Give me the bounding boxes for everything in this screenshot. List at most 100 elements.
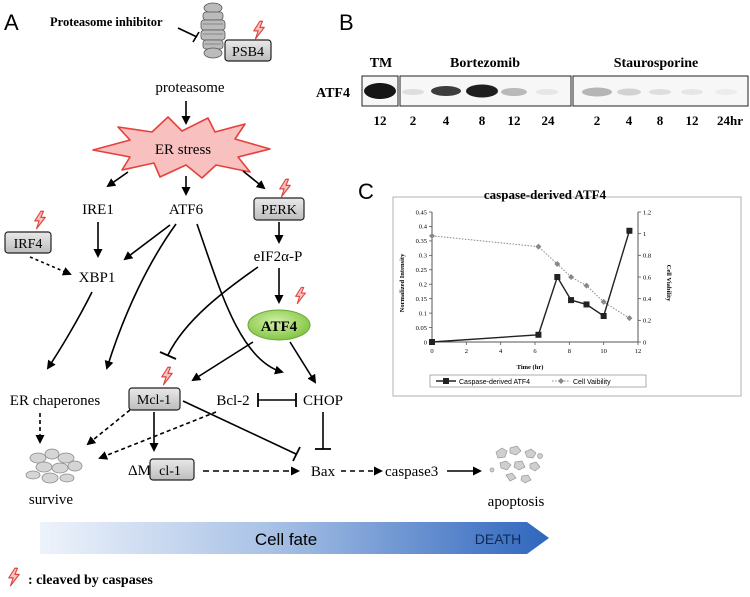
- chart-y-tick-label: 0.4: [419, 224, 428, 231]
- blot-band-btz-4: [431, 86, 461, 96]
- arrow-atf6-xbp1: [123, 224, 171, 261]
- arrow-erstress-perk: [242, 170, 266, 190]
- er-chaperones-label: ER chaperones: [10, 393, 101, 409]
- panel-b: B TM Bortezomib Staurosporine ATF4 12 2 …: [316, 10, 749, 128]
- panel-c-letter: C: [358, 179, 374, 204]
- blot-band-sts-8: [649, 89, 671, 95]
- staurosporine-header: Staurosporine: [614, 56, 699, 71]
- chart-x-tick-label: 12: [635, 348, 642, 355]
- irf4-box: [4, 231, 52, 254]
- lane-label-sts-8: 8: [657, 113, 664, 128]
- data-point-caspase-atf4: [429, 339, 435, 345]
- chart-marks: [429, 227, 633, 345]
- blot-band-btz-12: [501, 88, 527, 96]
- lane-label-btz-24: 24: [542, 113, 556, 128]
- er-stress-burst: [92, 116, 271, 179]
- caspase-cleavage-icon-irf4: [34, 210, 46, 230]
- chart-y-tick-label: 0.1: [419, 310, 427, 317]
- irf4-label: IRF4: [14, 237, 43, 252]
- proteasome-label: proteasome: [155, 80, 224, 96]
- cell-fate-arrow: [40, 522, 549, 554]
- chart-y2-tick-label: 0.6: [643, 274, 652, 281]
- data-point-cell-viability: [583, 282, 590, 289]
- chop-label: CHOP: [303, 393, 343, 409]
- caspase-cleavage-icon-psb4: [253, 20, 265, 40]
- chart-x-tick-label: 10: [600, 348, 607, 355]
- panel-a-letter: A: [4, 10, 19, 35]
- bortezomib-header: Bortezomib: [450, 56, 520, 71]
- chart-y-tick-label: 0.15: [416, 296, 427, 303]
- chart-xlabel: Time (hr): [517, 364, 544, 371]
- chart-y-tick-label: 0.3: [419, 253, 427, 260]
- atf4-oval: [247, 309, 311, 341]
- chart-y2-tick-label: 0.2: [643, 318, 651, 325]
- delta-mcl1-box: [149, 458, 195, 481]
- data-point-cell-viability: [554, 261, 561, 267]
- tm-header: TM: [370, 56, 393, 71]
- arrow-atf4-chop: [289, 341, 317, 384]
- blot-band-sts-2: [582, 87, 612, 97]
- data-point-caspase-atf4: [600, 313, 607, 319]
- mcl1-box: [128, 387, 181, 411]
- chart-y-tick-label: 0.35: [416, 238, 427, 245]
- ire1-label: IRE1: [82, 202, 114, 218]
- chart-y-tick-label: 0.05: [416, 325, 427, 332]
- panel-b-letter: B: [339, 10, 354, 35]
- data-point-caspase-atf4: [554, 274, 561, 280]
- blot-band-btz-8: [466, 84, 498, 98]
- caspase-cleavage-icon-mcl1: [161, 366, 173, 386]
- caspase-cleavage-icon-atf4: [295, 286, 306, 305]
- chart-y2-tick-label: 1: [643, 231, 646, 238]
- chart-title: caspase-derived ATF4: [484, 187, 607, 202]
- inhibit-mcl1-bax: [182, 400, 297, 455]
- lane-label-btz-2: 2: [410, 113, 417, 128]
- blot-band-sts-4: [617, 88, 641, 96]
- chart-x-tick-label: 4: [499, 348, 503, 355]
- proteasome-inhibitor-label: Proteasome inhibitor: [50, 15, 163, 29]
- chart-y-tick-label: 0.25: [416, 267, 427, 274]
- lane-label-sts-4: 4: [626, 113, 633, 128]
- apoptosis-label: apoptosis: [488, 494, 545, 510]
- chart-x-tick-label: 8: [568, 348, 571, 355]
- psb4-box: [224, 39, 272, 62]
- atf4-label: ATF4: [261, 319, 298, 335]
- blot-band-btz-24: [536, 89, 558, 95]
- chart-x-tick-label: 2: [465, 348, 468, 355]
- legend-caspase-icon: [8, 567, 20, 587]
- data-point-caspase-atf4: [583, 301, 590, 308]
- lane-label-sts-2: 2: [594, 113, 601, 128]
- blot-band-sts-12: [681, 89, 703, 95]
- lane-label-btz-8: 8: [479, 113, 486, 128]
- bcl2-label: Bcl-2: [216, 393, 249, 409]
- blot-band-tm-12: [364, 83, 396, 99]
- inhibition-line: [177, 27, 198, 38]
- legend-label-atf4: Caspase-derived ATF4: [459, 379, 530, 386]
- perk-label: PERK: [261, 203, 297, 218]
- lane-label-sts-24: 24hr: [717, 113, 743, 128]
- inhibit-bar-bax-from-mcl1: [292, 446, 301, 462]
- caspase3-label: caspase3: [385, 464, 438, 480]
- legend-marker-viability: [558, 378, 564, 384]
- lane-label-btz-12: 12: [508, 113, 521, 128]
- data-point-caspase-atf4: [535, 331, 542, 338]
- inhibit-bar-mcl1-top: [159, 351, 177, 360]
- perk-box: [253, 197, 305, 221]
- chart-y2-tick-label: 0.8: [643, 253, 651, 260]
- blot-band-sts-24: [715, 89, 737, 95]
- delta-mcl1-label: cl-1: [159, 464, 181, 479]
- chart-frame: [392, 196, 742, 397]
- caspase-cleavage-icon-perk: [279, 178, 291, 198]
- bax-label: Bax: [311, 464, 336, 480]
- legend-label-viability: Cell Vaibility: [573, 379, 611, 386]
- arrow-erstress-ire1: [106, 171, 129, 188]
- data-point-cell-viability: [600, 298, 607, 305]
- delta-mcl1-prefix: ΔM: [128, 463, 151, 479]
- apoptosis-fragments-icon: [489, 445, 543, 484]
- legend-label: : cleaved by caspases: [28, 573, 153, 588]
- blot-band-btz-2: [402, 89, 424, 95]
- lane-label-tm-12: 12: [374, 113, 387, 128]
- blot-row-label: ATF4: [316, 86, 350, 101]
- chart-y2label: Cell Viability: [665, 265, 672, 302]
